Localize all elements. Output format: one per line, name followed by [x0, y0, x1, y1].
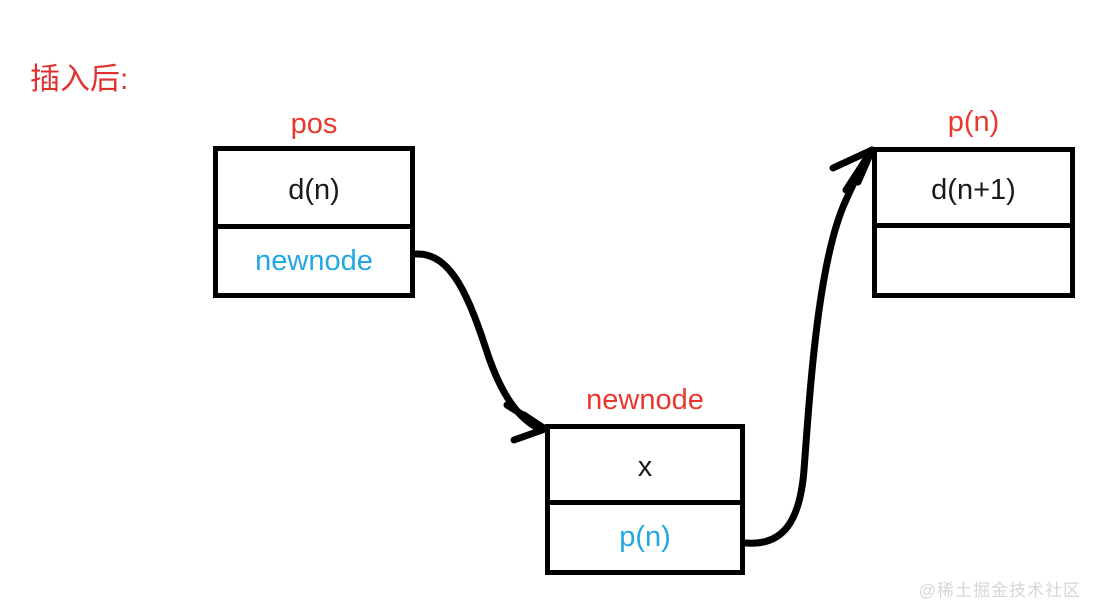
node-label-pn: p(n) [947, 106, 1000, 138]
arrowhead-newnode-to-pn-barb3 [854, 146, 876, 186]
arrowhead-newnode-to-pn-barb1 [829, 146, 876, 172]
node-pos-next-cell: newnode [218, 224, 410, 293]
node-pn-data-cell: d(n+1) [877, 152, 1070, 228]
connector-newnode-to-pn [742, 148, 874, 547]
node-newnode-data-cell: x [550, 429, 740, 505]
node-label-newnode: newnode [586, 384, 704, 416]
node-pos-data-cell: d(n) [218, 151, 410, 229]
node-pn-data-text: d(n+1) [931, 173, 1016, 206]
node-pn-next-cell [877, 223, 1070, 293]
connector-pos-to-newnode [412, 250, 544, 433]
node-box-pn: d(n+1) [872, 147, 1075, 298]
node-pos-next-text: newnode [255, 244, 373, 277]
page-title: 插入后: [30, 63, 129, 96]
arrowhead-pos-to-newnode-barb2 [510, 425, 549, 444]
node-newnode-next-text: p(n) [619, 521, 671, 553]
arrowhead-pos-to-newnode-barb3 [520, 411, 549, 433]
watermark: @稀土掘金技术社区 [918, 581, 1081, 600]
node-newnode-data-text: x [637, 450, 653, 483]
node-pos-data-text: d(n) [288, 173, 340, 206]
node-label-pos: pos [290, 108, 338, 140]
node-box-newnode: x p(n) [545, 424, 745, 575]
node-box-pos: d(n) newnode [213, 146, 415, 298]
node-newnode-next-cell: p(n) [550, 500, 740, 570]
